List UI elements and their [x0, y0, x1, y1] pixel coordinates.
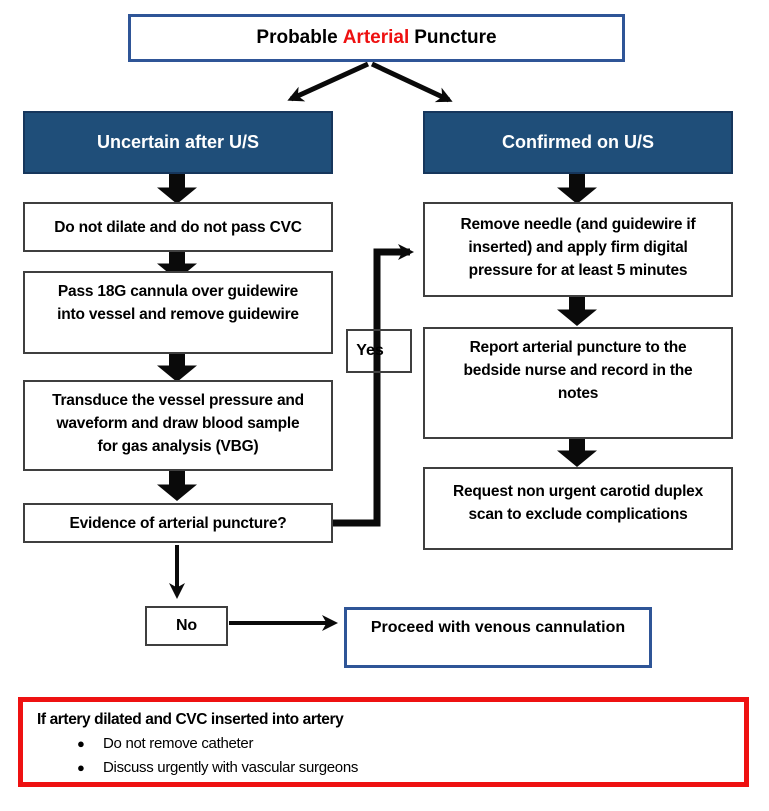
- step-remove-needle: Remove needle (and guidewire if inserted…: [423, 202, 733, 297]
- step-text: waveform and draw blood sample: [56, 415, 300, 432]
- warning-bullet-text: Discuss urgently with vascular surgeons: [103, 759, 359, 776]
- arrow-title-to-left: [287, 61, 370, 102]
- bullet-icon: ●: [77, 760, 85, 775]
- step-text: into vessel and remove guidewire: [57, 306, 299, 323]
- header-uncertain: Uncertain after U/S: [23, 111, 333, 174]
- step-request-duplex: Request non urgent carotid duplex scan t…: [423, 467, 733, 550]
- title-text-part2: Puncture: [414, 27, 497, 48]
- proceed-box: Proceed with venous cannulation: [344, 607, 652, 668]
- step-text: Pass 18G cannula over guidewire: [57, 283, 299, 300]
- title-text-highlight: Arterial: [342, 27, 410, 48]
- title-text-part1: Probable: [256, 27, 338, 48]
- yes-label: Yes: [356, 342, 384, 359]
- step-transduce: Transduce the vessel pressure and wavefo…: [23, 380, 333, 471]
- decision-text: Evidence of arterial puncture?: [69, 514, 287, 532]
- step-no-dilate: Do not dilate and do not pass CVC: [23, 202, 333, 252]
- step-text: Remove needle (and guidewire if: [460, 216, 696, 233]
- proceed-label: Proceed with venous cannulation: [370, 619, 626, 636]
- step-text: bedside nurse and record in the: [463, 362, 693, 379]
- warning-bullet-item: ● Discuss urgently with vascular surgeon…: [77, 758, 730, 778]
- step-text: scan to exclude complications: [468, 506, 688, 523]
- step-text: inserted) and apply firm digital: [468, 239, 688, 256]
- step-text: Request non urgent carotid duplex: [452, 483, 704, 500]
- step-report-puncture: Report arterial puncture to the bedside …: [423, 327, 733, 439]
- no-label-box: No: [145, 606, 228, 646]
- warning-box: If artery dilated and CVC inserted into …: [18, 697, 749, 787]
- step-text: notes: [557, 385, 599, 402]
- step-text: Transduce the vessel pressure and: [52, 392, 304, 409]
- step-pass-cannula: Pass 18G cannula over guidewire into ves…: [23, 271, 333, 354]
- warning-bullet-text: Do not remove catheter: [103, 735, 254, 752]
- header-confirmed-label: Confirmed on U/S: [502, 132, 654, 152]
- title-box: Probable Arterial Puncture: [128, 14, 625, 62]
- header-uncertain-label: Uncertain after U/S: [96, 132, 260, 152]
- step-text: for gas analysis (VBG): [97, 438, 259, 455]
- yes-connector-line: [333, 244, 414, 527]
- decision-evidence: Evidence of arterial puncture?: [23, 503, 333, 543]
- header-confirmed: Confirmed on U/S: [423, 111, 733, 174]
- warning-title: If artery dilated and CVC inserted into …: [37, 711, 344, 728]
- step-text: Report arterial puncture to the: [469, 339, 687, 356]
- no-label: No: [176, 617, 197, 634]
- bullet-icon: ●: [77, 736, 85, 751]
- arrow-title-to-right: [370, 61, 453, 103]
- step-text: Do not dilate and do not pass CVC: [54, 218, 302, 236]
- yes-label-box: Yes: [346, 329, 412, 373]
- step-text: pressure for at least 5 minutes: [468, 262, 688, 279]
- warning-bullet-item: ● Do not remove catheter: [77, 734, 730, 754]
